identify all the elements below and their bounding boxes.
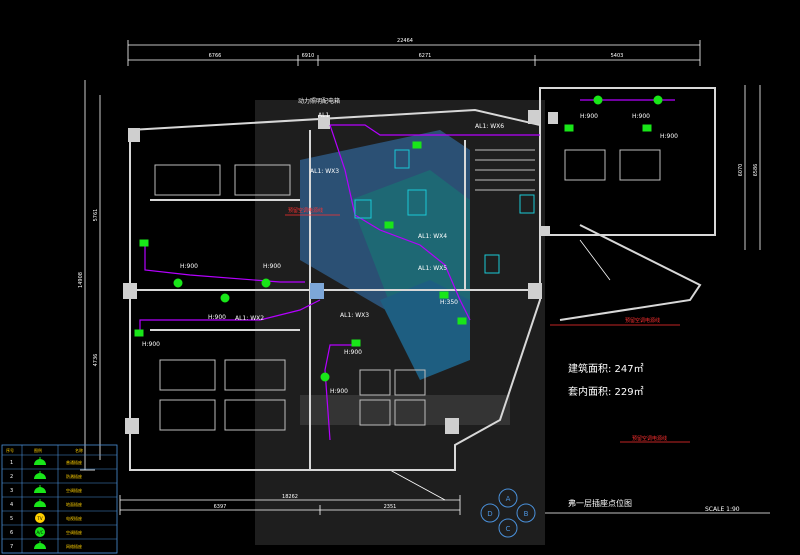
legend-row-number: 3 — [10, 488, 13, 494]
dim-bottom-2: 2351 — [384, 504, 397, 510]
legend-row-name: 普通插座 — [66, 459, 82, 465]
outlet-3-icon — [34, 485, 46, 493]
circuit-label-1: AL1: WX6 — [475, 123, 504, 130]
legend-header-symbol: 图例 — [34, 447, 42, 453]
legend-row-number: 7 — [10, 544, 13, 550]
note-2: 预留空调电源线 — [625, 317, 660, 324]
compass-b: B — [524, 510, 529, 518]
legend-row-name: 防溅插座 — [66, 473, 82, 479]
legend-rows: 1 普通插座 2 防溅插座 3 空调插座 4 地面插座 5 TV 电视插座 6 A/C 空调插座 7 网络插座 — [2, 457, 117, 554]
height-label-5: H:900 — [263, 263, 281, 270]
panel-label: 动力照明配电箱 — [298, 97, 340, 105]
drawing-scale: SCALE 1:90 — [705, 506, 740, 513]
dim-top-3: 6271 — [419, 53, 432, 59]
circuit-wiring — [139, 99, 675, 441]
height-label-4: H:900 — [180, 263, 198, 270]
circuit-label-3: AL1: WX4 — [418, 233, 447, 240]
height-label-1: H:900 — [580, 113, 598, 120]
dimension-lines — [80, 40, 761, 515]
furniture — [154, 149, 661, 431]
legend-row-number: 5 — [10, 516, 13, 522]
height-label-8: H:350 — [440, 299, 458, 306]
legend-header-name: 名称 — [75, 447, 83, 453]
walls — [129, 87, 716, 471]
building-area: 建筑面积: 247㎡ — [568, 362, 644, 375]
legend-row-number: 1 — [10, 460, 13, 466]
height-label-6: H:900 — [208, 314, 226, 321]
dim-bottom-1: 6397 — [214, 504, 227, 510]
circuit-label-2: AL1: WX3 — [310, 168, 339, 175]
note-leaders — [285, 214, 690, 443]
height-label-2: H:900 — [632, 113, 650, 120]
outlets — [134, 95, 663, 382]
height-label-9: H:900 — [344, 349, 362, 356]
compass-a: A — [506, 495, 511, 503]
dim-right-1: 6070 — [738, 164, 744, 177]
dim-left-total: 14908 — [78, 272, 84, 288]
dim-right-2: 6586 — [753, 164, 759, 177]
legend-row-name: 网络插座 — [66, 543, 82, 549]
height-label-3: H:900 — [660, 133, 678, 140]
outlet-4-icon — [34, 499, 46, 507]
ac-icon: A/C — [35, 527, 45, 537]
panel-id: AL1 — [318, 112, 329, 119]
dim-top-1: 6766 — [209, 53, 222, 59]
height-label-7: H:900 — [142, 341, 160, 348]
outlet-hi-icon — [34, 471, 46, 479]
outlet-icon — [34, 457, 46, 465]
legend-row-number: 4 — [10, 502, 13, 508]
dim-left-2: 4736 — [93, 354, 99, 367]
legend-symbol-label: A/C — [37, 530, 44, 535]
title-block: 弗一层插座点位图 SCALE 1:90 — [545, 498, 770, 514]
phone-icon — [34, 541, 46, 549]
legend-row-name: 空调插座 — [66, 529, 82, 535]
legend-row-name: 地面插座 — [66, 501, 82, 507]
dim-left-1: 5761 — [93, 209, 99, 222]
dim-bottom-total: 18262 — [282, 494, 298, 500]
legend-header-no: 序号 — [6, 447, 14, 453]
watermark-logo — [300, 130, 510, 425]
dim-top-total: 22464 — [397, 38, 413, 44]
note-1: 预留空调电源线 — [288, 207, 323, 214]
drawing-title: 弗一层插座点位图 — [568, 498, 632, 508]
circuit-label-4: AL1: WX5 — [418, 265, 447, 272]
circuit-label-6: AL1: WX3 — [340, 312, 369, 319]
legend-table: 序号 图例 名称 — [1, 444, 118, 554]
compass-d: D — [487, 510, 492, 518]
height-label-10: H:900 — [330, 388, 348, 395]
tv-icon: TV — [35, 513, 45, 523]
legend-row-number: 6 — [10, 530, 13, 536]
dim-top-4: 5403 — [611, 53, 624, 59]
interior-area: 套内面积: 229㎡ — [568, 385, 644, 398]
dim-top-2: 6910 — [302, 53, 315, 59]
note-3: 预留空调电源线 — [632, 435, 667, 442]
legend-row-number: 2 — [10, 474, 13, 480]
circuit-label-5: AL1: WX2 — [235, 315, 264, 322]
legend-row-name: 空调插座 — [66, 487, 82, 493]
fixtures — [354, 149, 535, 274]
legend-symbol-label: TV — [36, 516, 42, 521]
compass-c: C — [506, 525, 511, 533]
legend-row-name: 电视插座 — [66, 515, 82, 521]
columns — [123, 110, 558, 434]
compass — [480, 488, 536, 538]
